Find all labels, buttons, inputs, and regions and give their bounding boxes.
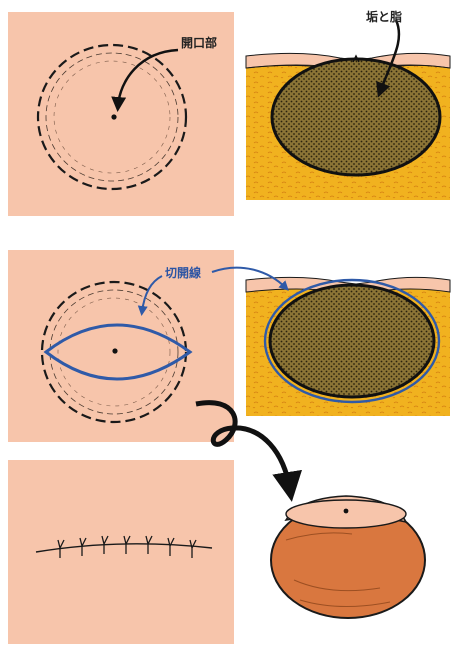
sutured-skin-panel [8,460,234,644]
incision-label: 切開線 [165,266,201,280]
cross-section-top [246,20,450,200]
opening-label: 開口部 [181,36,217,50]
cross-section-middle [212,268,450,416]
opening-dot [111,114,116,119]
removed-cyst [271,496,425,618]
sebum-label: 垢と脂 [366,10,402,24]
